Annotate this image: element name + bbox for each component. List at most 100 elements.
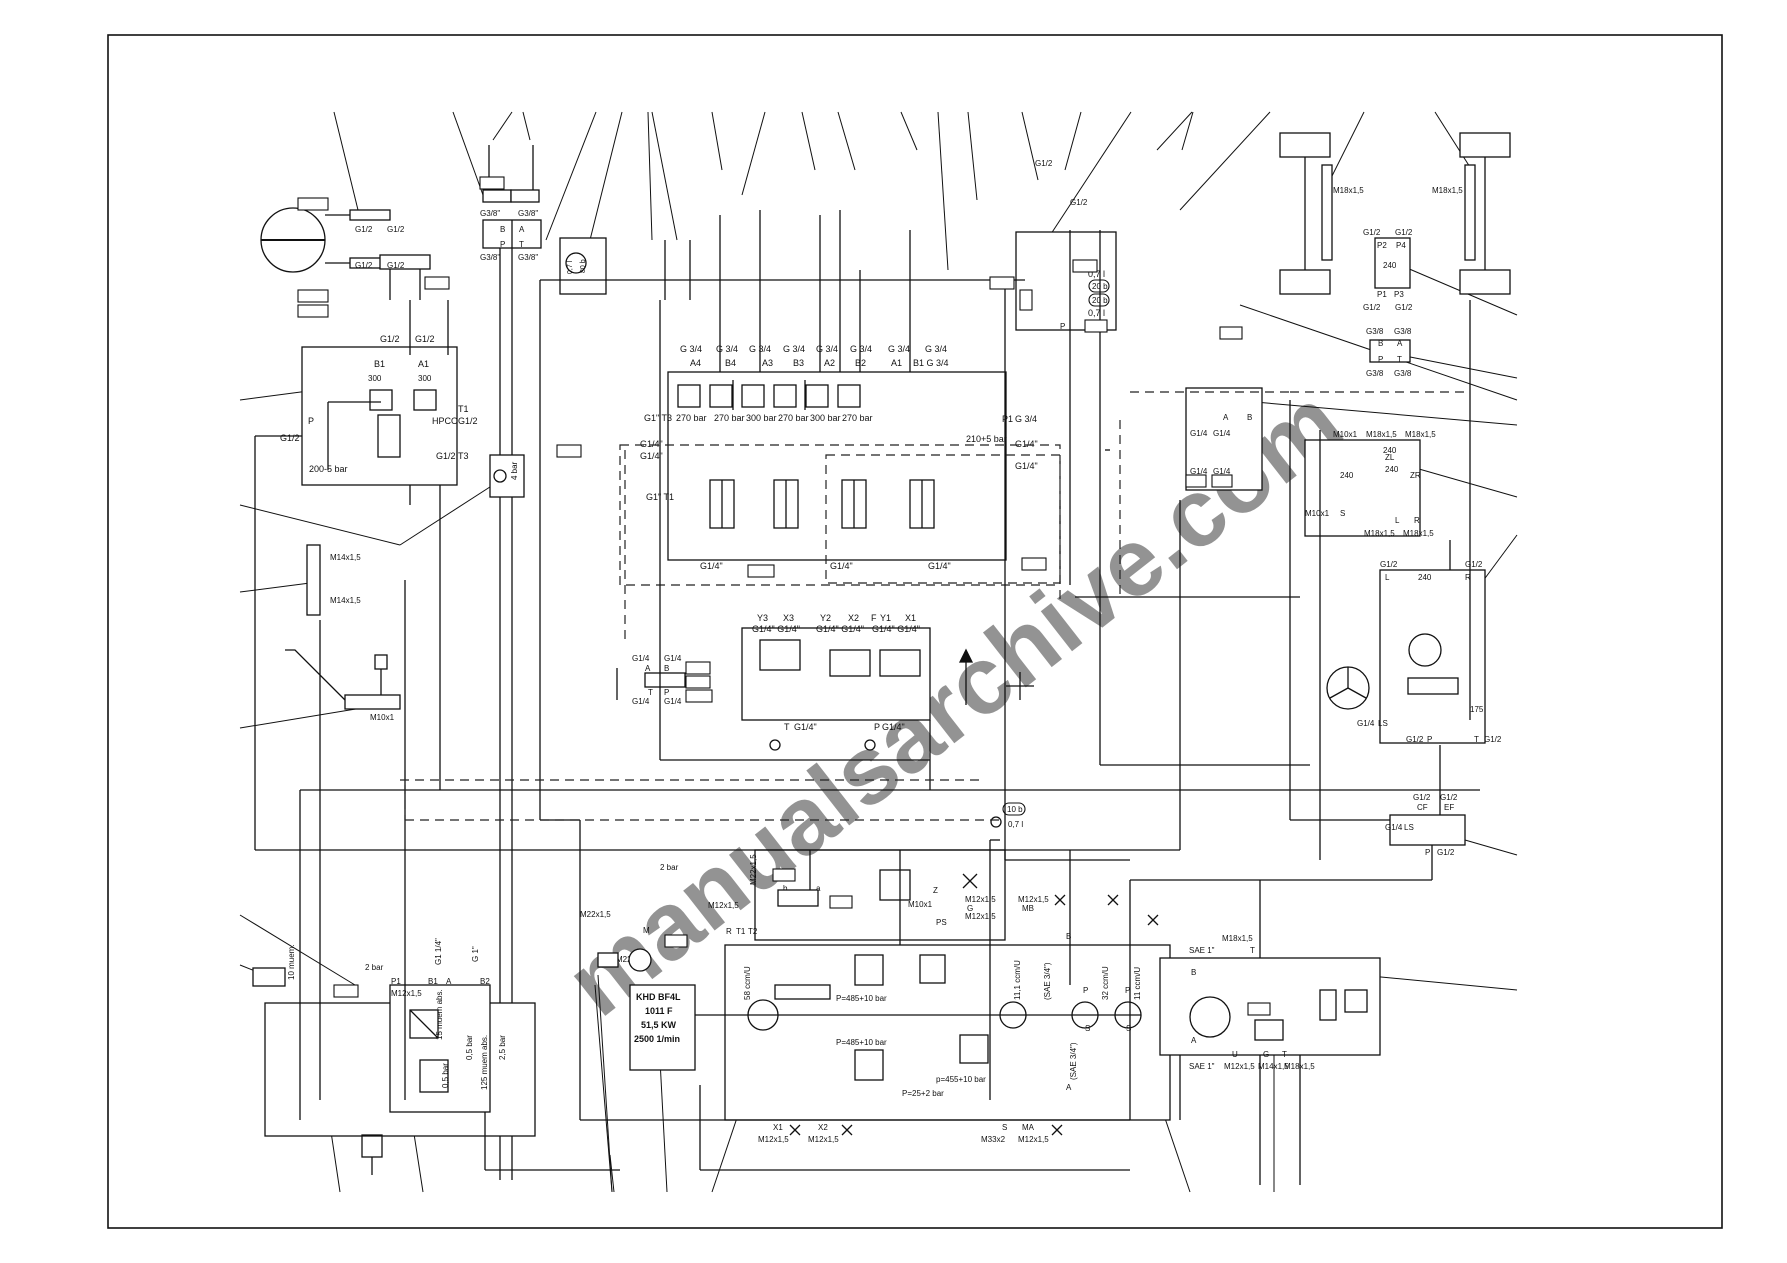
port-label: G3/8" bbox=[518, 253, 538, 262]
main-control-valve bbox=[667, 371, 1007, 561]
schematic-label: R bbox=[1414, 516, 1420, 525]
priority-valve bbox=[1389, 814, 1466, 846]
rear-axle bbox=[1459, 132, 1511, 295]
schematic-label: B1 G 3/4 bbox=[913, 358, 949, 368]
schematic-label: B bbox=[664, 664, 669, 673]
schematic-label: 300 bar bbox=[746, 413, 777, 423]
schematic-label: U bbox=[1232, 1050, 1238, 1059]
schematic-label: b bbox=[783, 884, 788, 893]
schematic-label: 270 bar bbox=[676, 413, 707, 423]
schematic-label: (SAE 3/4") bbox=[1043, 962, 1052, 1000]
schematic-label: G1/4 bbox=[664, 654, 682, 663]
accumulator-pressure: 10 b bbox=[1007, 805, 1023, 814]
schematic-label: M18x1,5 bbox=[1222, 934, 1253, 943]
schematic-label: G1 1/4" bbox=[434, 938, 443, 965]
schematic-label: A bbox=[1066, 1083, 1072, 1092]
schematic-label: M18x1,5 bbox=[1405, 430, 1436, 439]
fan-drive-internals bbox=[1189, 989, 1368, 1041]
schematic-label: S bbox=[1340, 509, 1345, 518]
schematic-label: M10x1 bbox=[908, 900, 933, 909]
schematic-label: M18x1,5 bbox=[1403, 529, 1434, 538]
tank-labels: 2 bar P1 B1 A B2 M12x1,5 G1 1/4" G 1" 15… bbox=[287, 938, 507, 1090]
schematic-label: G1/4" bbox=[794, 722, 817, 732]
schematic-label: P bbox=[1083, 986, 1088, 995]
motion-arrows bbox=[616, 648, 1034, 705]
port-label: P bbox=[500, 240, 505, 249]
schematic-label: G1/4" bbox=[1015, 461, 1038, 471]
schematic-label: MA bbox=[1022, 1123, 1035, 1132]
port-label: P bbox=[308, 416, 314, 426]
pump-labels: 2 bar M22x1,5 M22x1,5 M M12x1,5 M22x1,5 … bbox=[580, 854, 1142, 1144]
port-label: A1 bbox=[418, 359, 429, 369]
accumulator-volume: 0,7 l bbox=[567, 260, 574, 274]
schematic-label: PS bbox=[936, 918, 947, 927]
schematic-label: G1/4 bbox=[632, 697, 650, 706]
schematic-label: a bbox=[816, 884, 821, 893]
schematic-label: G1/2 bbox=[1440, 793, 1458, 802]
schematic-label: M10x1 bbox=[1333, 430, 1358, 439]
port-label: G1/2 bbox=[387, 261, 405, 270]
schematic-label: 0,5 bar bbox=[441, 1063, 450, 1088]
schematic-label: G 3/4 bbox=[816, 344, 838, 354]
schematic-label: G1/4 bbox=[1190, 429, 1208, 438]
schematic-label: M12x1,5 bbox=[708, 901, 739, 910]
port-label: T1 bbox=[458, 404, 469, 414]
schematic-label: G1/2 bbox=[1380, 560, 1398, 569]
front-axle bbox=[1279, 132, 1333, 295]
float-valve-ports: A B G1/4 G1/4 G1/4 G1/4 bbox=[1190, 413, 1252, 476]
schematic-label: G 1" bbox=[471, 946, 480, 962]
port-label: G3/8" bbox=[518, 209, 538, 218]
schematic-label: B bbox=[1247, 413, 1252, 422]
schematic-label: 210+5 bar bbox=[966, 434, 1007, 444]
schematic-label: MB bbox=[1022, 904, 1034, 913]
schematic-label: P bbox=[664, 688, 669, 697]
schematic-label: P bbox=[1378, 355, 1383, 364]
port-label: G1/2 bbox=[380, 334, 400, 344]
return-filter bbox=[389, 984, 491, 1113]
schematic-label: A bbox=[1397, 339, 1403, 348]
schematic-label: M22x1,5 bbox=[580, 910, 611, 919]
schematic-label: 11,1 ccm/U bbox=[1013, 960, 1022, 1000]
schematic-label: EF bbox=[1444, 803, 1454, 812]
schematic-label: M33x2 bbox=[981, 1135, 1006, 1144]
steering-mode-valve bbox=[1374, 237, 1411, 289]
schematic-label: SAE 1" bbox=[1189, 946, 1215, 955]
schematic-label: 240 bbox=[1383, 261, 1397, 270]
schematic-label: A bbox=[1223, 413, 1229, 422]
schematic-label: B bbox=[1378, 339, 1383, 348]
schematic-label: 32 ccm/U bbox=[1101, 966, 1110, 1000]
schematic-label: (SAE 3/4") bbox=[1069, 1042, 1078, 1080]
schematic-label: P=485+10 bar bbox=[836, 1038, 887, 1047]
schematic-label: LS bbox=[1378, 719, 1388, 728]
brake-charge-ports: M10x1 M18x1,5 M18x1,5 240 ZL 240 240 ZR … bbox=[1305, 430, 1436, 538]
schematic-label: A4 bbox=[690, 358, 701, 368]
accumulator-volume: 0,7 l bbox=[1088, 269, 1105, 279]
drawing-frame bbox=[107, 34, 1723, 1229]
schematic-label: A2 bbox=[824, 358, 835, 368]
port-label: HPCO bbox=[432, 416, 458, 426]
schematic-label: G1/4" G1/4" bbox=[816, 624, 864, 634]
schematic-label: G bbox=[967, 904, 973, 913]
schematic-label: ZL bbox=[1385, 453, 1395, 462]
spool-sections bbox=[709, 479, 935, 529]
schematic-label: M12x1,5 bbox=[1224, 1062, 1255, 1071]
schematic-label: 270 bar bbox=[842, 413, 873, 423]
boom-cylinder-assembly bbox=[260, 207, 431, 300]
port-label: M18x1,5 bbox=[1432, 186, 1463, 195]
pilot-dashed-lines bbox=[400, 391, 1470, 821]
relief-valve-row bbox=[677, 380, 861, 410]
schematic-label: G1/2 bbox=[1484, 735, 1502, 744]
schematic-label: T bbox=[1474, 735, 1479, 744]
schematic-label: X1 bbox=[773, 1123, 783, 1132]
schematic-label: 270 bar bbox=[778, 413, 809, 423]
side-pilot-valve: G1/4 G1/4 A B T P G1/4 G1/4 bbox=[632, 654, 682, 706]
priority-valve-ports: G1/2 G1/2 CF EF G1/4 LS P G1/2 bbox=[1385, 793, 1458, 857]
schematic-label: Z bbox=[933, 886, 938, 895]
schematic-label: 2 bar bbox=[660, 863, 679, 872]
port-label: G3/8" bbox=[480, 253, 500, 262]
schematic-label: G1/4" bbox=[700, 561, 723, 571]
schematic-label: G 3/4 bbox=[925, 344, 947, 354]
port-label: T3 bbox=[458, 451, 469, 461]
schematic-label: Y3 bbox=[757, 613, 768, 623]
joystick-pilots bbox=[759, 639, 921, 751]
